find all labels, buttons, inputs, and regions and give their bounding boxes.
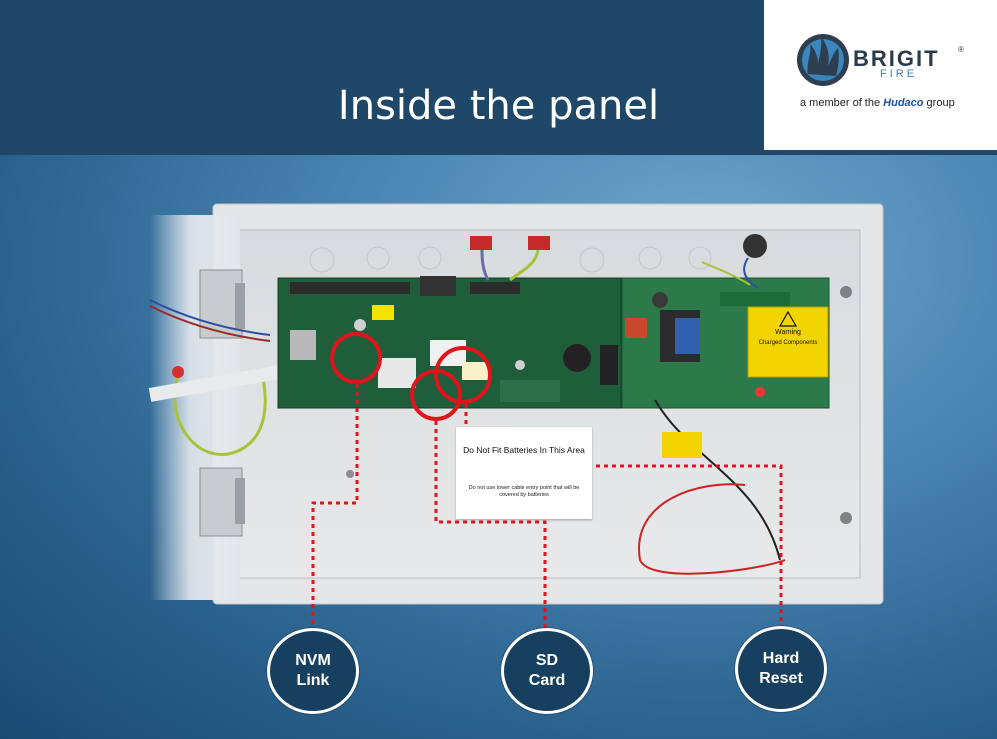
nvm-link-highlight <box>330 332 382 384</box>
battery-lead-red <box>638 483 786 575</box>
warning-label-heading: Warning <box>775 329 801 336</box>
page-title: Inside the panel <box>337 83 660 129</box>
logo-box: BRIGIT ® FIRE a member of the Hudaco gro… <box>764 0 997 150</box>
warning-label-text: Charged Components <box>759 340 818 346</box>
sd-card-leader <box>434 421 547 630</box>
cable-glands <box>470 234 767 258</box>
screw-right-bottom <box>840 512 852 524</box>
battery-notice-subtitle: Do not use lower cable entry point that … <box>468 485 580 498</box>
earth-cable <box>173 369 267 457</box>
logo-tag-brand: Hudaco <box>883 97 924 109</box>
logo-sub: FIRE <box>880 68 918 80</box>
hard-reset-leader <box>464 404 783 632</box>
nvm-link-leader <box>311 384 359 630</box>
battery-notice-title: Do Not Fit Batteries In This Area <box>463 445 585 455</box>
warning-triangle-icon <box>778 310 798 327</box>
logo-tag-prefix: a member of the <box>800 97 884 109</box>
flame-logo-icon <box>797 34 849 86</box>
highlight-circles <box>330 332 492 421</box>
logo-tag-suffix: group <box>923 97 955 109</box>
warning-label <box>747 306 829 378</box>
board-components <box>290 276 618 402</box>
battery-notice: Do Not Fit Batteries In This Area Do not… <box>456 427 592 519</box>
psu-components <box>625 292 790 397</box>
callout-hard-reset: Hard Reset <box>735 626 827 712</box>
callout-nvm-link: NVM Link <box>267 628 359 714</box>
screw-right-top <box>840 286 852 298</box>
logo-registered: ® <box>958 45 964 54</box>
battery-lead-black <box>654 399 781 561</box>
leader-lines <box>311 384 783 632</box>
knockouts <box>309 246 712 273</box>
logo-tagline: a member of the Hudaco group <box>800 97 955 109</box>
hard-reset-highlight <box>434 346 492 404</box>
logo-word: BRIGIT <box>853 46 940 71</box>
callout-sd-card: SD Card <box>501 628 593 714</box>
screw-bottom-left <box>346 470 354 478</box>
